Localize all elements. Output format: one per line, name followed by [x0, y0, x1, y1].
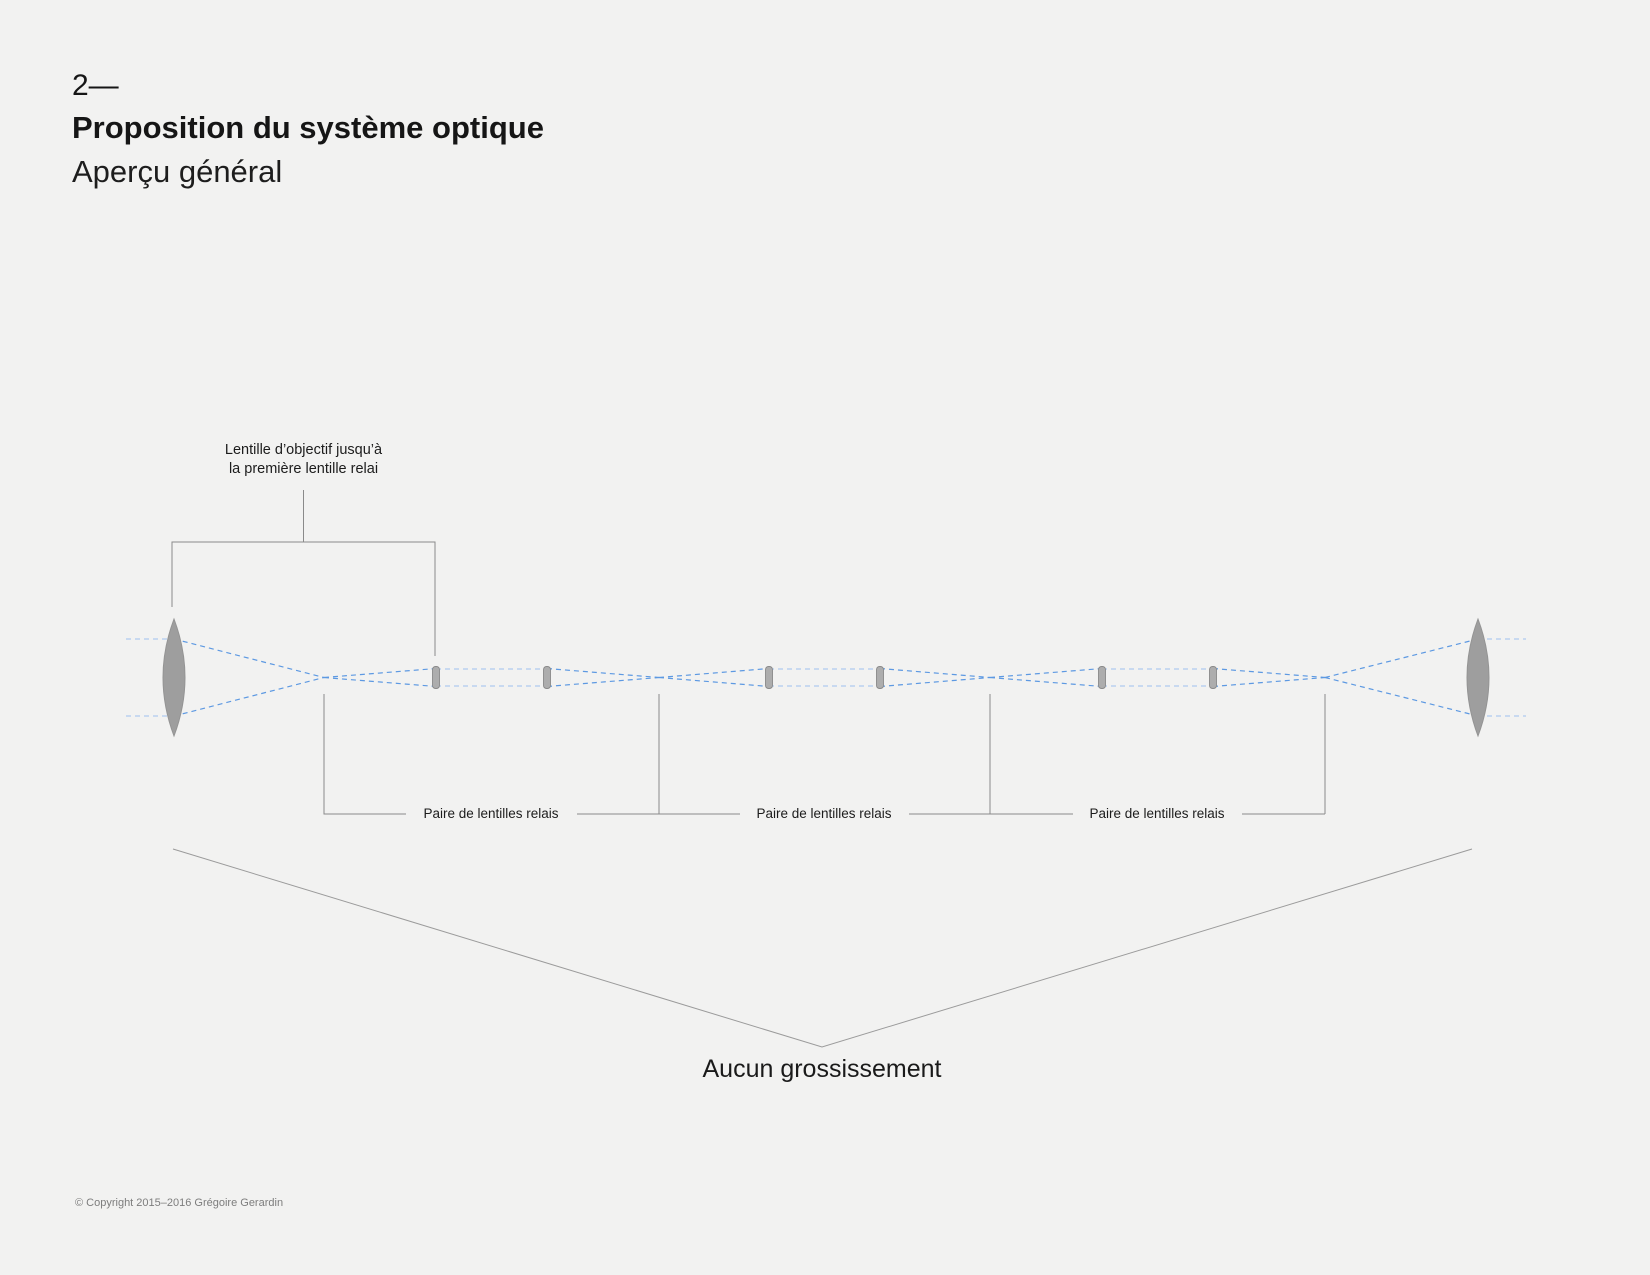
- objective-lens: [162, 617, 186, 738]
- magnification-label: Aucun grossissement: [702, 1055, 942, 1083]
- slide-header: 2— Proposition du système optique Aperçu…: [72, 66, 544, 194]
- relay-pair-label-3: Paire de lentilles relais: [1089, 806, 1225, 821]
- relay-lens-2a: [765, 666, 773, 689]
- copyright-text: © Copyright 2015–2016 Grégoire Gerardin: [75, 1197, 284, 1209]
- annotation-connectors: [171, 490, 1326, 815]
- objective-label-line2: la première lentille relai: [228, 461, 379, 477]
- relay-lens-1b: [543, 666, 551, 689]
- page-subtitle: Aperçu général: [72, 154, 283, 189]
- magnification-chevron: [172, 848, 1473, 1048]
- relay-connector-1: [323, 694, 406, 815]
- ray-lines-pale: [126, 638, 1526, 717]
- relay-pair-label-2: Paire de lentilles relais: [756, 806, 892, 821]
- relay-lenses: [432, 666, 1217, 689]
- relay-lens-2b: [876, 666, 884, 689]
- section-number: 2—: [72, 69, 119, 102]
- relay-lens-3a: [1098, 666, 1106, 689]
- objective-label: Lentille d’objectif jusqu’à la première …: [183, 441, 424, 479]
- relay-lens-3b: [1209, 666, 1217, 689]
- relay-lens-1a: [432, 666, 440, 689]
- objective-bracket: [171, 541, 436, 656]
- objective-label-line1: Lentille d’objectif jusqu’à: [224, 442, 383, 458]
- page-title: Proposition du système optique: [72, 110, 544, 145]
- relay-pair-label-1: Paire de lentilles relais: [423, 806, 559, 821]
- ray-lines-main: [173, 638, 1479, 717]
- eyepiece-lens: [1466, 617, 1490, 738]
